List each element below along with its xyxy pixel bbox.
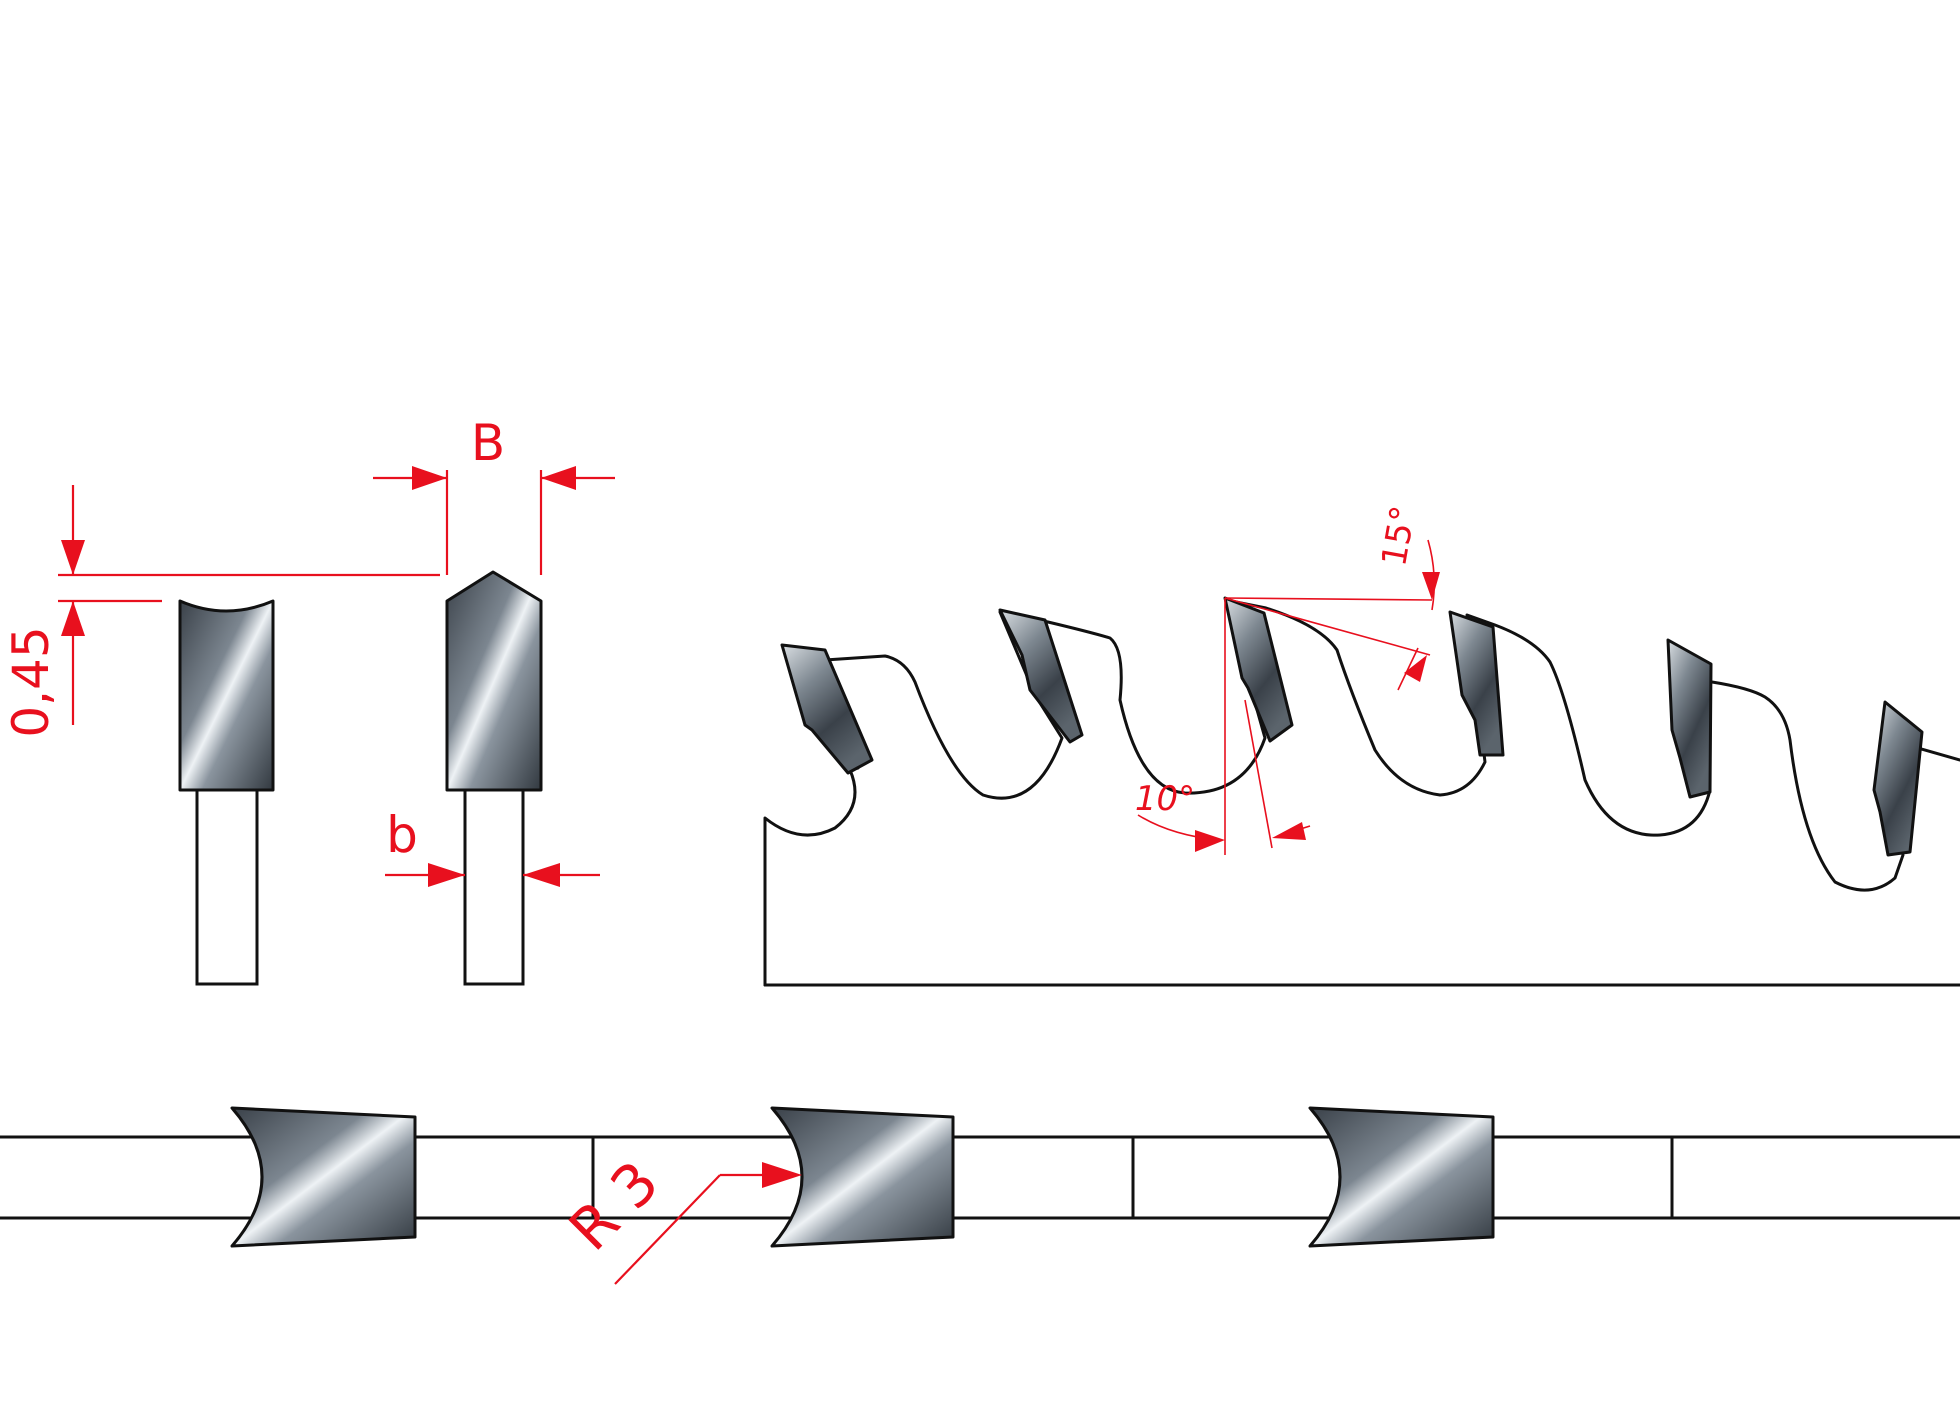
- angle-10: 10°: [1135, 598, 1311, 855]
- top-view-strip: [0, 1106, 1960, 1248]
- blade-outline: [763, 598, 1960, 987]
- blade-tip-1: [780, 643, 874, 775]
- tooth-shank-left: [195, 788, 259, 986]
- dimension-045: 0,45: [2, 485, 440, 738]
- tooth-section-left: [178, 599, 275, 986]
- saw-blade-profile: [763, 596, 1960, 987]
- blade-tip-5: [1666, 638, 1713, 799]
- blade-tip-4: [1448, 610, 1505, 757]
- label-15deg: 15°: [1374, 503, 1424, 569]
- tooth-section-right: [445, 570, 543, 986]
- label-045: 0,45: [2, 626, 60, 737]
- top-view-tip-2: [770, 1106, 955, 1248]
- tooth-shank-right: [463, 788, 525, 986]
- carbide-tip-trapezoid: [445, 570, 543, 792]
- label-b: b: [386, 806, 418, 864]
- dimension-b: b: [385, 806, 600, 887]
- label-10deg: 10°: [1135, 779, 1195, 819]
- blade-tip-3: [1223, 596, 1294, 743]
- dimension-B: B: [373, 414, 615, 575]
- top-view-tip-3: [1308, 1106, 1495, 1248]
- top-view-tip-1: [230, 1106, 417, 1248]
- label-B: B: [471, 414, 505, 472]
- label-R3: R 3: [556, 1148, 672, 1264]
- blade-tip-6: [1872, 700, 1924, 857]
- blade-tip-2: [998, 608, 1084, 744]
- carbide-tip-hollow: [178, 599, 275, 792]
